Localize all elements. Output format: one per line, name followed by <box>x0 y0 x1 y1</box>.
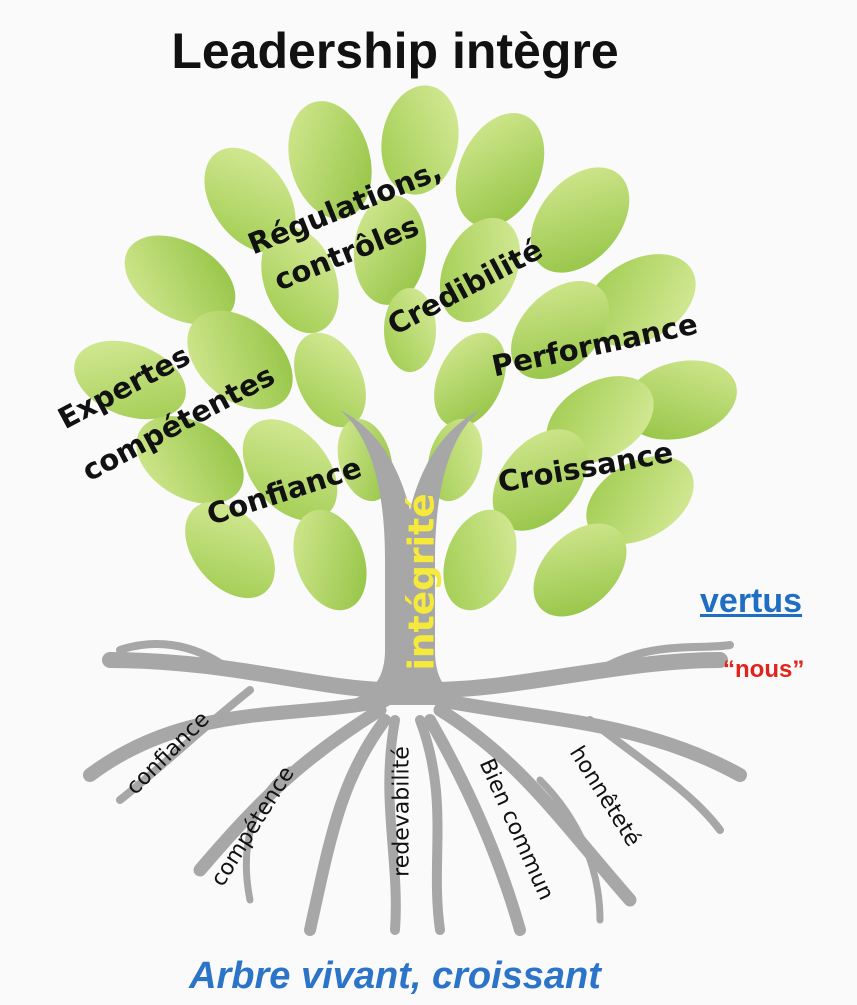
leaf <box>204 147 296 253</box>
leaf <box>353 195 427 305</box>
root-twig-5 <box>586 716 724 834</box>
leaf <box>185 501 275 599</box>
root-left-2 <box>83 693 392 782</box>
leaf <box>381 85 459 195</box>
nous-label: “nous” <box>723 656 805 683</box>
leaf <box>384 288 436 372</box>
root-right-4 <box>424 714 526 936</box>
leaf <box>261 226 339 334</box>
trunk <box>330 410 490 705</box>
leaf <box>293 509 367 611</box>
root-twig-2 <box>116 686 254 804</box>
leaf <box>294 332 366 428</box>
leaf <box>492 429 588 531</box>
root-right-5 <box>415 715 445 935</box>
root-twig-1 <box>116 640 234 674</box>
leaf <box>136 416 244 504</box>
leaf <box>124 235 236 325</box>
root-right-long <box>422 652 728 698</box>
root-label-redevabilite: redevabilité <box>389 746 415 877</box>
leaf <box>443 509 517 611</box>
leaf <box>533 523 627 617</box>
footer-caption: Arbre vivant, croissant <box>189 955 601 997</box>
root-right-3 <box>433 703 637 907</box>
root-left-4 <box>304 714 391 936</box>
leaf <box>623 360 737 440</box>
vertus-label: vertus <box>700 582 803 620</box>
canopy <box>74 85 737 617</box>
leaf <box>288 101 372 219</box>
leaf <box>510 280 610 380</box>
root-left-3 <box>193 703 387 877</box>
leaf <box>187 310 293 410</box>
leaf <box>530 167 630 273</box>
root-twig-6 <box>536 776 604 924</box>
leaf <box>74 340 186 420</box>
leaf <box>434 332 506 428</box>
root-twig-3 <box>242 766 294 904</box>
page-title: Leadership intègre <box>171 23 619 79</box>
leaf <box>586 456 694 544</box>
root-left-long <box>102 652 398 698</box>
root-left-5 <box>384 715 401 935</box>
trunk-label: intégrité <box>401 493 443 671</box>
root-twig-4 <box>596 641 734 674</box>
leaf <box>455 113 545 227</box>
leaf <box>439 217 521 323</box>
roots <box>83 640 747 936</box>
leaf <box>584 254 696 346</box>
leaf <box>242 419 338 521</box>
